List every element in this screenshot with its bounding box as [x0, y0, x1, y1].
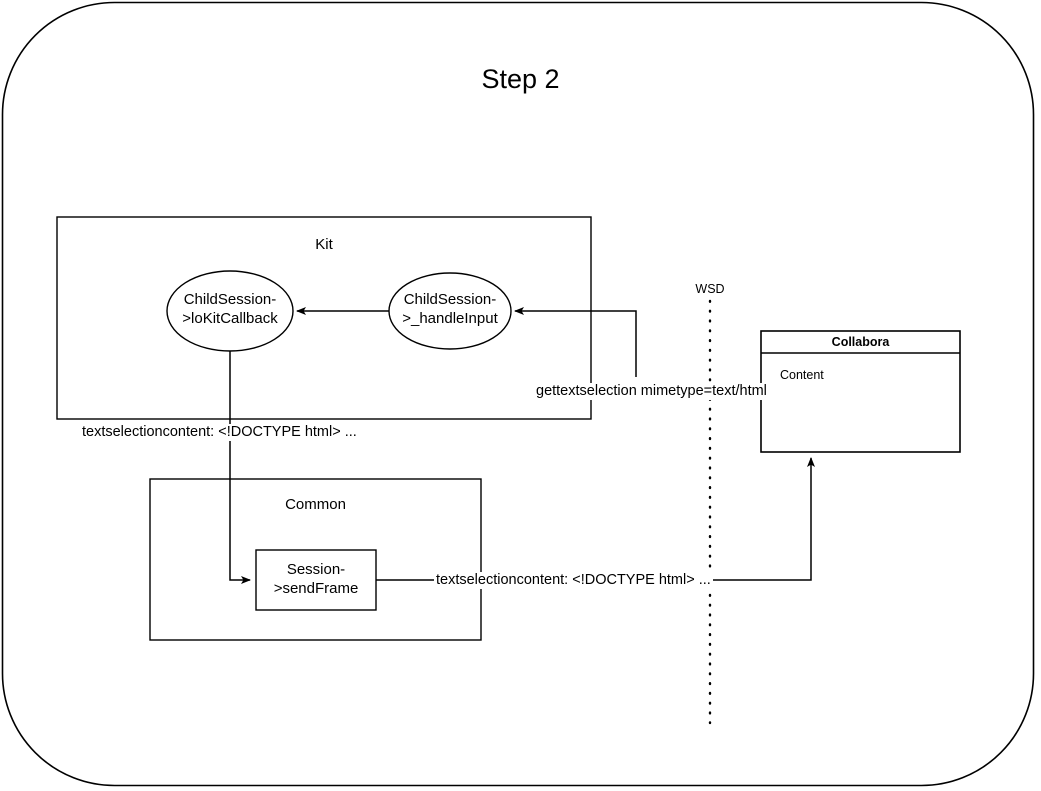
edge-textselectioncontent-kit-label: textselectioncontent: <!DOCTYPE html> ..… [80, 424, 359, 441]
node-handleinput-label: ChildSession- >_handleInput [370, 291, 530, 329]
edge-textselectioncontent-wsd-label: textselectioncontent: <!DOCTYPE html> ..… [434, 572, 713, 589]
collabora-window-frame [760, 330, 961, 453]
node-sendframe-label: Session- >sendFrame [256, 561, 376, 599]
page-title: Step 2 [481, 64, 560, 94]
node-lokitcallback-label: ChildSession- >loKitCallback [150, 291, 310, 329]
common-container-label: Common [285, 496, 346, 513]
node-handleinput-label-line2: >_handleInput [402, 309, 498, 327]
node-sendframe-label-line1: Session- [286, 561, 346, 578]
kit-container-label: Kit [315, 236, 333, 253]
node-handleinput-label-line1: ChildSession- [403, 291, 497, 308]
collabora-window-title: Collabora [831, 335, 890, 349]
node-lokitcallback-label-line1: ChildSession- [183, 291, 277, 308]
node-lokitcallback-label-line2: >loKitCallback [182, 309, 278, 327]
node-sendframe-label-line2: >sendFrame [273, 579, 359, 597]
collabora-window-content-text: Content [780, 368, 824, 382]
edge-gettextselection-label: gettextselection mimetype=text/html [534, 383, 769, 400]
edge-gettextselection-line [514, 307, 637, 377]
kit-container-box [56, 216, 592, 420]
common-container-box [149, 478, 482, 641]
wsd-lifeline-label: WSD [695, 282, 725, 296]
node-sendframe-shape [255, 549, 377, 611]
